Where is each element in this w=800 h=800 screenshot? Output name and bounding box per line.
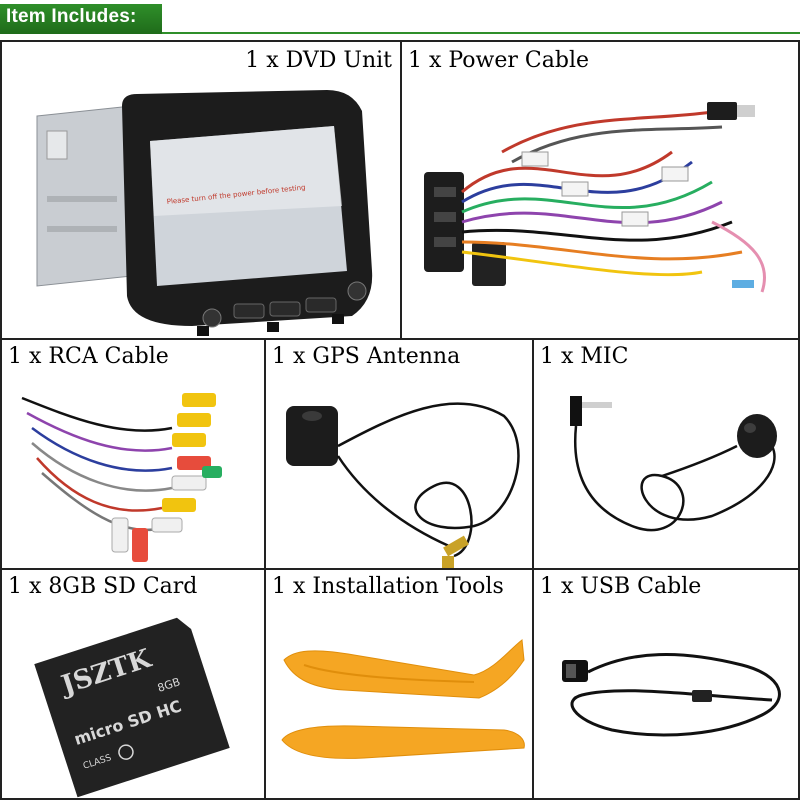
item-cell-sd-card: 1 x 8GB SD Card JSZTK 8GB micro SD HC CL… <box>0 568 266 800</box>
item-label: 1 x RCA Cable <box>8 344 169 369</box>
item-label: 1 x MIC <box>540 344 629 369</box>
header-bar: Item Includes: <box>0 0 800 36</box>
item-label: 1 x 8GB SD Card <box>8 574 198 599</box>
dvd-unit-image: Please turn off the power before testing <box>36 90 373 336</box>
sd-card-image: JSZTK 8GB micro SD HC CLASS <box>34 617 230 798</box>
mic-image <box>570 396 777 532</box>
pry-tools-image <box>281 639 525 759</box>
item-label: 1 x USB Cable <box>540 574 702 599</box>
item-label: 1 x GPS Antenna <box>272 344 461 369</box>
item-cell-dvd-unit: 1 x DVD Unit Please turn off the power b… <box>0 40 402 340</box>
items-grid: 1 x DVD Unit Please turn off the power b… <box>0 40 800 800</box>
item-cell-usb-cable: 1 x USB Cable <box>532 568 800 800</box>
item-cell-installation-tools: 1 x Installation Tools <box>264 568 534 800</box>
item-cell-gps-antenna: 1 x GPS Antenna <box>264 338 534 570</box>
item-cell-power-cable: 1 x Power Cable <box>400 40 800 340</box>
item-cell-mic: 1 x MIC <box>532 338 800 570</box>
item-label: 1 x Installation Tools <box>272 574 504 599</box>
item-cell-rca-cable: 1 x RCA Cable <box>0 338 266 570</box>
item-label: 1 x Power Cable <box>408 48 589 73</box>
usb-cable-image <box>562 653 781 737</box>
power-cable-image <box>424 102 767 293</box>
header-divider <box>162 32 800 34</box>
gps-antenna-image <box>286 402 520 568</box>
item-label: 1 x DVD Unit <box>245 48 392 73</box>
header-title: Item Includes: <box>6 6 137 27</box>
rca-cable-image <box>21 393 222 562</box>
header-tab <box>0 4 162 34</box>
